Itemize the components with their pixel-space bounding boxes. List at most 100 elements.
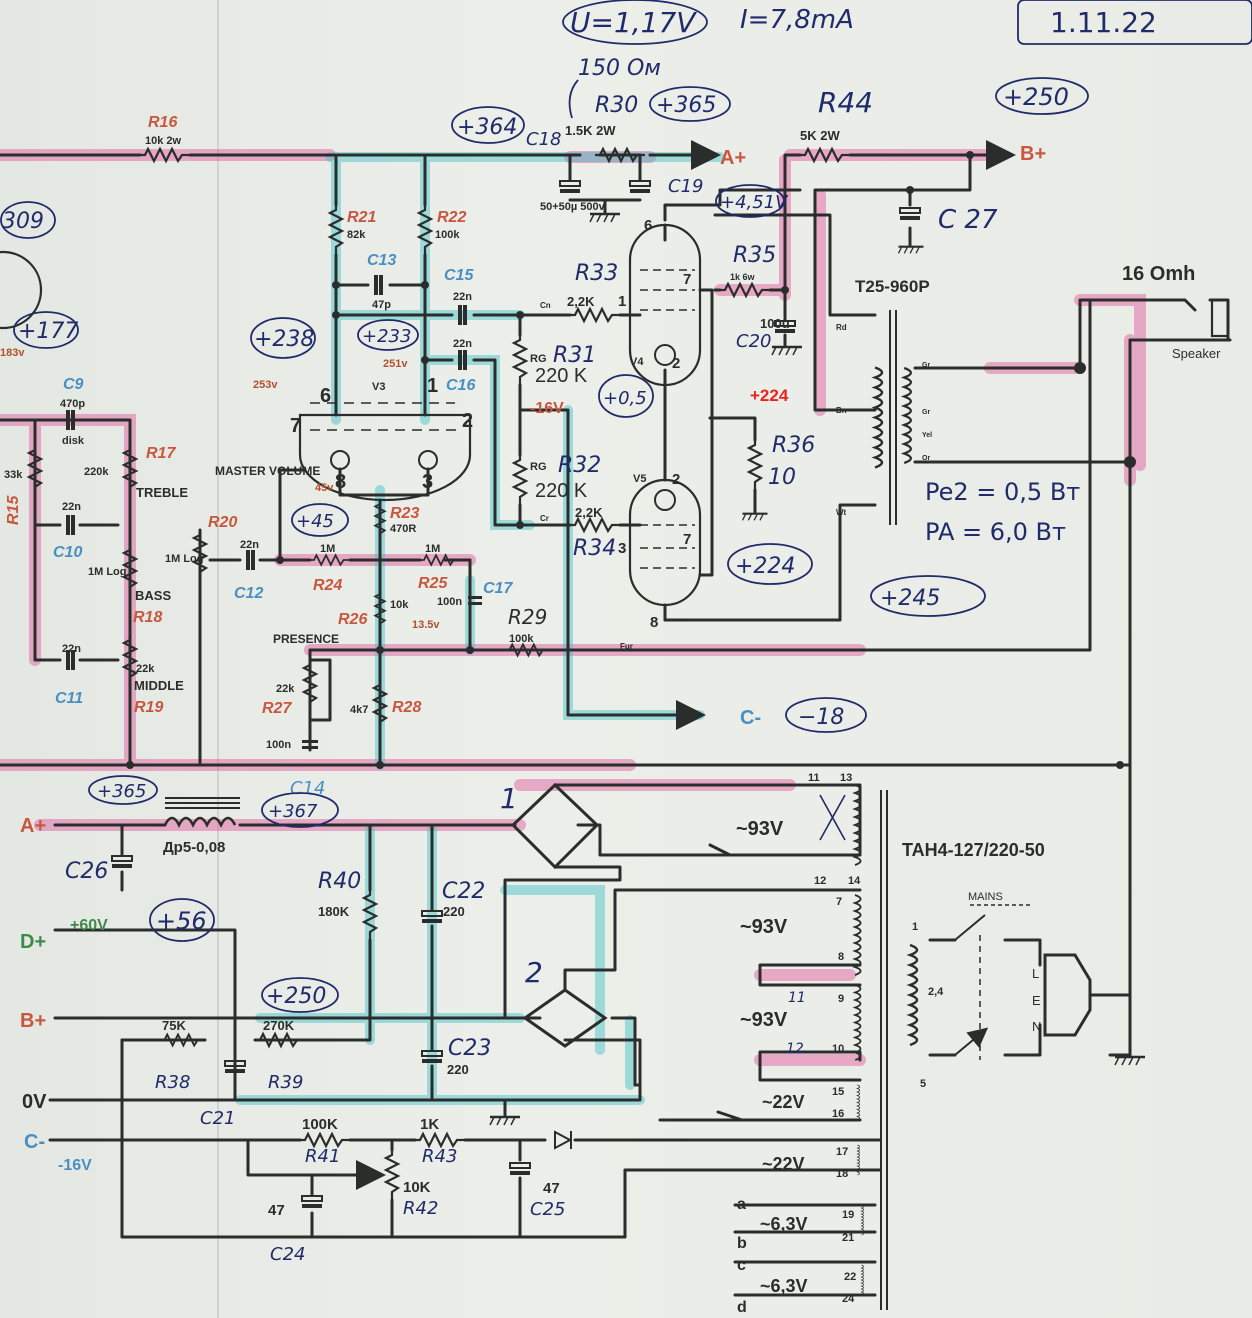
ot-tap-or: Or bbox=[922, 455, 930, 462]
r29-value: 100k bbox=[509, 633, 534, 645]
r31-ref: R31 bbox=[553, 343, 596, 368]
screen-voltage: +224 bbox=[750, 386, 789, 405]
minus16-label: -16V bbox=[530, 400, 564, 417]
c15-ref: C15 bbox=[444, 267, 474, 284]
winding2-voltage: ~93V bbox=[740, 916, 788, 938]
left-tube-voltage: 183v bbox=[0, 347, 25, 359]
pin-15: 15 bbox=[832, 1086, 844, 1098]
jumper-pin-12: 12 bbox=[786, 1041, 804, 1057]
presence-label: PRESENCE bbox=[273, 632, 339, 646]
v4-pin1: 1 bbox=[618, 293, 626, 310]
heater-b: b bbox=[737, 1235, 747, 1252]
r21-value: 82k bbox=[347, 229, 366, 241]
r22-value: 100k bbox=[435, 229, 460, 241]
r20-value: 1M Log bbox=[165, 553, 204, 565]
r31-value: 220 K bbox=[535, 365, 588, 387]
v5-pin2: 2 bbox=[672, 471, 680, 488]
winding3-voltage: ~93V bbox=[740, 1009, 788, 1031]
c-minus-voltage: −18 bbox=[798, 705, 844, 730]
c20-value: 100u bbox=[760, 316, 790, 331]
c16-ref: C16 bbox=[446, 377, 475, 394]
v3-pin6-voltage: 253v bbox=[253, 379, 278, 391]
r15-value: 33k bbox=[4, 469, 23, 481]
c9-ref: C9 bbox=[63, 376, 84, 393]
r39-value: 270K bbox=[263, 1018, 295, 1033]
minus16-psu: -16V bbox=[58, 1157, 92, 1174]
plus60-label: +60V bbox=[70, 917, 108, 934]
mains-label: MAINS bbox=[968, 891, 1003, 903]
winding7-voltage: ~6,3V bbox=[760, 1276, 808, 1296]
psu-367-voltage: +367 bbox=[268, 801, 318, 822]
r15-ref: R15 bbox=[5, 495, 22, 525]
r43-ref: R43 bbox=[422, 1146, 457, 1167]
output-transformer-label: T25-960P bbox=[855, 277, 930, 296]
r26-value: 10k bbox=[390, 599, 409, 611]
r24-value: 1M bbox=[320, 543, 335, 555]
b364-voltage: +364 bbox=[457, 115, 517, 140]
psu-a-voltage: +365 bbox=[97, 781, 146, 802]
v4-pin2: 2 bbox=[672, 355, 680, 372]
c22-value: 220 bbox=[443, 904, 465, 919]
r22-ref: R22 bbox=[437, 209, 466, 226]
c26-ref: C26 bbox=[65, 859, 108, 884]
r32-prefix: RG bbox=[530, 461, 547, 473]
a-plus-top: A+ bbox=[720, 147, 746, 169]
r35-drop: +4,51V bbox=[720, 192, 789, 213]
v238-voltage: +238 bbox=[254, 327, 314, 352]
r40-value: 180K bbox=[318, 904, 350, 919]
r34-value: 2,2K bbox=[575, 505, 603, 520]
v3-pin3: 3 bbox=[422, 471, 433, 493]
v5-pin8: 8 bbox=[650, 614, 658, 631]
r40-ref: R40 bbox=[318, 869, 361, 894]
pin-22: 22 bbox=[844, 1271, 856, 1283]
zero-v-label: 0V bbox=[22, 1091, 47, 1113]
winding6-voltage: ~6,3V bbox=[760, 1214, 808, 1234]
v3-pin6: 6 bbox=[320, 385, 331, 407]
winding4-voltage: ~22V bbox=[762, 1092, 805, 1112]
grid-label-cr: Cr bbox=[540, 514, 549, 523]
feedback-label: Fur bbox=[620, 642, 633, 651]
tube-v3 bbox=[298, 402, 472, 502]
r35-value: 1k 6w bbox=[730, 272, 756, 282]
v3-pin8: 8 bbox=[335, 471, 346, 493]
inlet-e: E bbox=[1032, 993, 1041, 1008]
r44-ref: R44 bbox=[818, 86, 873, 119]
c15-value: 22n bbox=[453, 291, 472, 303]
v5-pin7: 7 bbox=[683, 531, 691, 548]
pin-19: 19 bbox=[842, 1209, 854, 1221]
c13-ref: C13 bbox=[367, 252, 396, 269]
r30-value: 1.5K 2W bbox=[565, 123, 616, 138]
pin-12: 12 bbox=[814, 875, 826, 887]
middle-label: MIDDLE bbox=[134, 678, 184, 693]
c27-ref: C 27 bbox=[938, 205, 998, 235]
primary-pin-5: 5 bbox=[920, 1078, 926, 1090]
r20-ref: R20 bbox=[208, 514, 237, 531]
r36-ref: R36 bbox=[772, 433, 815, 458]
ot-tap-gr2: Gr bbox=[922, 409, 930, 416]
c11-ref: C11 bbox=[55, 690, 83, 707]
u-note: U=1,17V bbox=[570, 6, 697, 39]
r19-value: 22k bbox=[136, 663, 155, 675]
choke-label: Др5-0,08 bbox=[163, 839, 225, 856]
pin-11: 11 bbox=[808, 772, 820, 784]
treble-label: TREBLE bbox=[136, 485, 188, 500]
c13-value: 47p bbox=[372, 299, 391, 311]
r18-value: 1M Log bbox=[88, 566, 127, 578]
c12-value: 22n bbox=[240, 539, 259, 551]
c20-ref: C20 bbox=[736, 331, 771, 352]
v3-label: V3 bbox=[372, 381, 385, 393]
primary-pin-24: 2,4 bbox=[928, 986, 944, 998]
d-plus-label: D+ bbox=[20, 931, 46, 953]
ot-tap-bn: Bn bbox=[836, 406, 847, 415]
c11-value: 22n bbox=[62, 643, 81, 655]
c9-note: disk bbox=[62, 435, 85, 447]
r16-value: 10k 2w bbox=[145, 135, 182, 147]
pin-13: 13 bbox=[840, 772, 852, 784]
a-plus-psu: A+ bbox=[20, 815, 46, 837]
r29-ref: R29 bbox=[508, 605, 547, 629]
r41-ref: R41 bbox=[305, 1146, 340, 1167]
c22-ref: C22 bbox=[442, 879, 485, 904]
inlet-n: N bbox=[1032, 1019, 1041, 1034]
r33-ref: R33 bbox=[575, 261, 618, 286]
